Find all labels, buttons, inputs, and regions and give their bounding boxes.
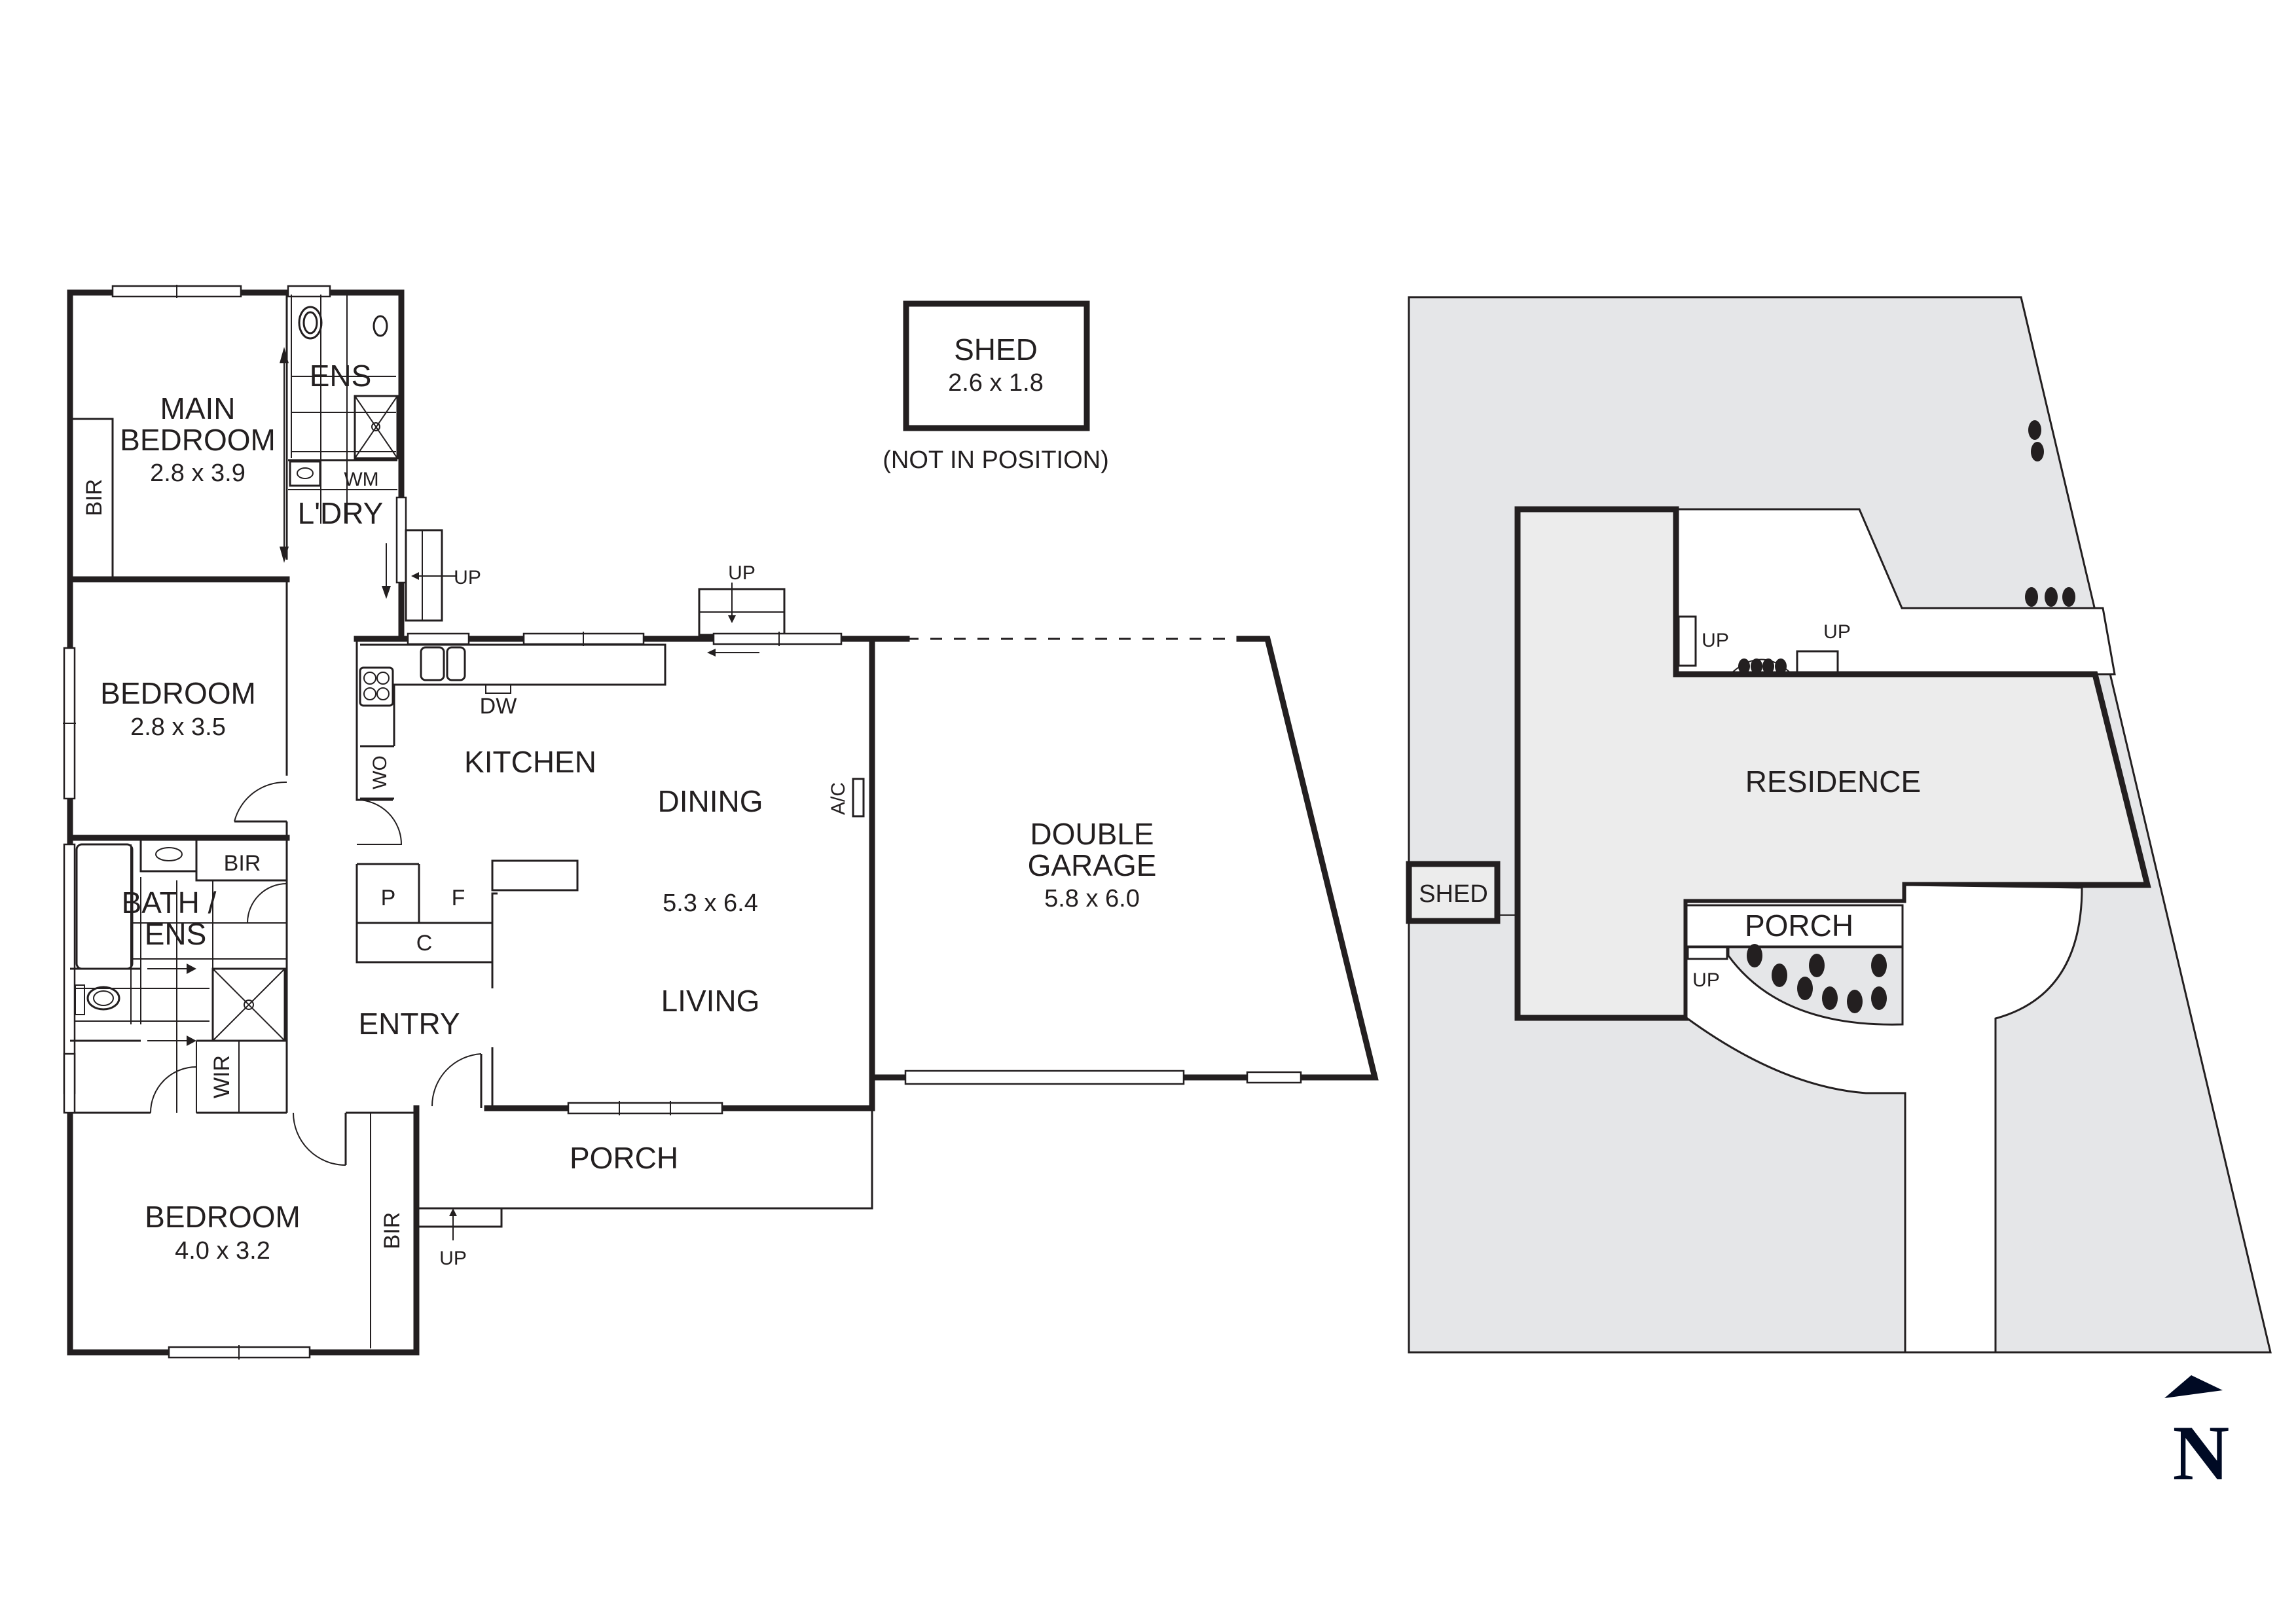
site-shed: [1406, 861, 1501, 924]
shed-size: 2.6 x 1.8: [948, 369, 1044, 397]
garden-arc: [1730, 658, 1793, 675]
shed-label: SHED: [954, 333, 1038, 367]
vanity-icon: [139, 838, 198, 873]
laundry-tub-icon: [289, 460, 321, 487]
bedroom2-size: 2.8 x 3.5: [130, 713, 226, 741]
laundry-label: L'DRY: [298, 496, 384, 530]
wir-label: WIR: [210, 1055, 234, 1098]
up-label-porch: UP: [439, 1248, 467, 1269]
site-up-porch: UP: [1692, 969, 1720, 991]
garage-label-2: GARAGE: [1028, 848, 1157, 882]
main-bedroom-size: 2.8 x 3.9: [150, 460, 246, 487]
main-bedroom-label-2: BEDROOM: [120, 423, 276, 457]
door-swing-bath: [247, 883, 287, 924]
living-label: LIVING: [661, 984, 760, 1018]
site-porch-label: PORCH: [1745, 909, 1853, 943]
bir-main-bedroom-outline: [70, 418, 114, 579]
laundry-fixtures: WM L'DRY: [288, 459, 397, 530]
kitchen-island: [491, 859, 579, 892]
main-bedroom-label-1: MAIN: [160, 391, 236, 425]
kitchen-bench: [360, 643, 666, 746]
ensuite-label: ENS: [310, 359, 372, 393]
north-compass: N: [2164, 1375, 2229, 1496]
basin-icon: [373, 315, 388, 337]
door-swing-kitchen: [356, 799, 403, 845]
site-plan: RESIDENCE PORCH UP UP UP SHED: [1406, 296, 2272, 1354]
house-floorplan: BIR MAIN BEDROOM 2.8 x 3.9 ENS: [63, 285, 1379, 1360]
window-living: [567, 1102, 723, 1115]
arrow-up-icon: [280, 347, 289, 363]
sink-icon: [420, 646, 445, 681]
porch-label: PORCH: [570, 1141, 678, 1175]
window-garage: [1246, 1071, 1302, 1084]
toilet-icon-bath: [86, 986, 120, 1011]
door-swing-entry: [431, 1053, 482, 1107]
garage-size: 5.8 x 6.0: [1044, 885, 1140, 912]
shower-icon: [354, 395, 399, 460]
entry-label: ENTRY: [358, 1007, 460, 1041]
up-label-laundry: UP: [454, 567, 481, 588]
bedroom3-label: BEDROOM: [145, 1200, 301, 1234]
residence-label: RESIDENCE: [1745, 765, 1921, 799]
wall-oven-label: WO: [369, 755, 391, 789]
bedroom2-label: BEDROOM: [100, 676, 256, 710]
garage-label-1: DOUBLE: [1030, 817, 1154, 851]
up-label-dining: UP: [728, 562, 756, 584]
exterior-wall-living: [398, 636, 875, 1111]
garage-door: [904, 1070, 1185, 1085]
ac-unit: [852, 778, 865, 818]
washing-machine-label: WM: [344, 469, 378, 490]
shrub-icons: [1738, 420, 2075, 1013]
window-kitchen-1: [407, 632, 470, 645]
bir-label-bed3: BIR: [380, 1212, 405, 1250]
window-ensuite: [287, 285, 331, 298]
bath-label-1: BATH /: [122, 886, 217, 920]
dishwasher: [485, 684, 511, 694]
site-shed-label: SHED: [1419, 880, 1488, 908]
site-step-east: [1796, 650, 1839, 674]
bir-label-bath: BIR: [224, 851, 261, 876]
ensuite-fixtures: ENS: [291, 295, 399, 524]
cupboard-label: C: [416, 931, 433, 956]
door-swing-bed2: [234, 781, 287, 822]
window-wir: [63, 1053, 76, 1114]
step-porch: [415, 1207, 503, 1228]
porch-outline: [416, 1108, 873, 1210]
site-step-porch: [1686, 946, 1728, 960]
shed-note: (NOT IN POSITION): [883, 446, 1109, 474]
dining-label: DINING: [658, 784, 763, 818]
laundry-door: [395, 496, 407, 584]
bathroom-fixtures: BIR BATH / ENS: [63, 838, 288, 1113]
north-arrow-icon: [2164, 1375, 2223, 1398]
site-up-east: UP: [1823, 621, 1851, 643]
kitchen-label: KITCHEN: [464, 745, 596, 779]
pantry-label: P: [381, 886, 396, 910]
north-label: N: [2173, 1409, 2230, 1496]
fridge-label: F: [452, 886, 465, 910]
ac-label: A/C: [828, 782, 849, 815]
dishwasher-label: DW: [480, 694, 517, 719]
door-swing-bed3: [293, 1112, 346, 1166]
living-size: 5.3 x 6.4: [663, 890, 758, 917]
site-step-west: [1677, 615, 1697, 667]
sliding-door-dining: [712, 632, 843, 645]
site-up-west: UP: [1702, 630, 1729, 651]
bath-label-2: ENS: [145, 917, 207, 951]
arrow-down-icon: [280, 547, 289, 563]
toilet-icon: [298, 306, 323, 340]
shed-box: [903, 300, 1090, 431]
door-swing-wir: [150, 1066, 197, 1113]
bedroom3-size: 4.0 x 3.2: [175, 1237, 270, 1265]
bir-label-main: BIR: [82, 479, 107, 516]
cooktop-icon: [359, 666, 394, 707]
